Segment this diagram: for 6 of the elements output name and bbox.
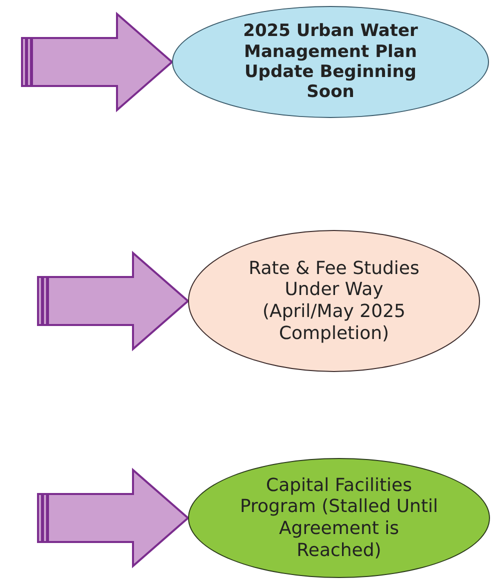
block-arrow [21, 12, 174, 112]
node-text: Capital Facilities Program (Stalled Until Agreement is Reached) [239, 474, 439, 562]
block-arrow [37, 468, 190, 568]
node-text: 2025 Urban Water Management Plan Update Beginning Soon [243, 21, 418, 103]
block-arrow [37, 250, 190, 352]
node-text: Rate & Fee Studies Under Way (April/May 2025 Completion) [248, 258, 420, 344]
